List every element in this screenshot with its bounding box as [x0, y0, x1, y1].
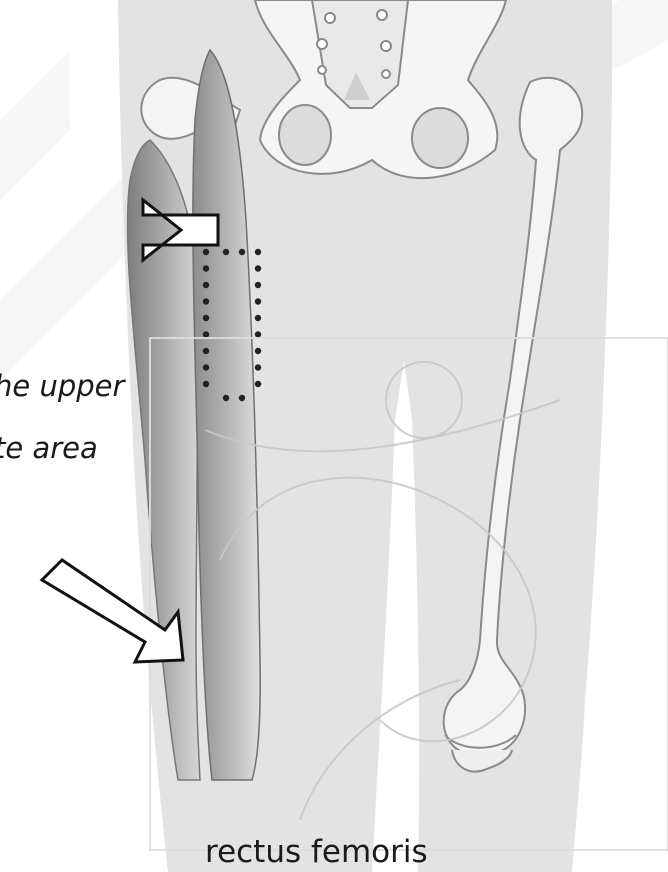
injection-dot — [203, 282, 209, 288]
thigh-muscles — [128, 50, 261, 780]
injection-dot — [255, 348, 261, 354]
annotation-label-line-1: he upper — [0, 369, 124, 403]
injection-dot — [255, 282, 261, 288]
muscle-name-caption: rectus femoris — [205, 832, 428, 872]
injection-dot — [255, 381, 261, 387]
injection-dot — [203, 381, 209, 387]
injection-dot — [203, 249, 209, 255]
injection-dot — [239, 395, 245, 401]
injection-dot — [255, 249, 261, 255]
injection-dot — [203, 298, 209, 304]
injection-dot — [255, 298, 261, 304]
injection-dot — [203, 265, 209, 271]
injection-dot — [255, 265, 261, 271]
injection-dot — [255, 315, 261, 321]
injection-dot — [203, 348, 209, 354]
injection-dot — [203, 364, 209, 370]
injection-dot — [203, 315, 209, 321]
injection-dot — [255, 331, 261, 337]
injection-dot — [255, 364, 261, 370]
annotation-label-line-2: te area — [0, 431, 98, 465]
injection-dot — [239, 249, 245, 255]
pelvis-bone — [255, 0, 506, 178]
injection-dot — [223, 249, 229, 255]
injection-dot — [203, 331, 209, 337]
injection-dot — [223, 395, 229, 401]
